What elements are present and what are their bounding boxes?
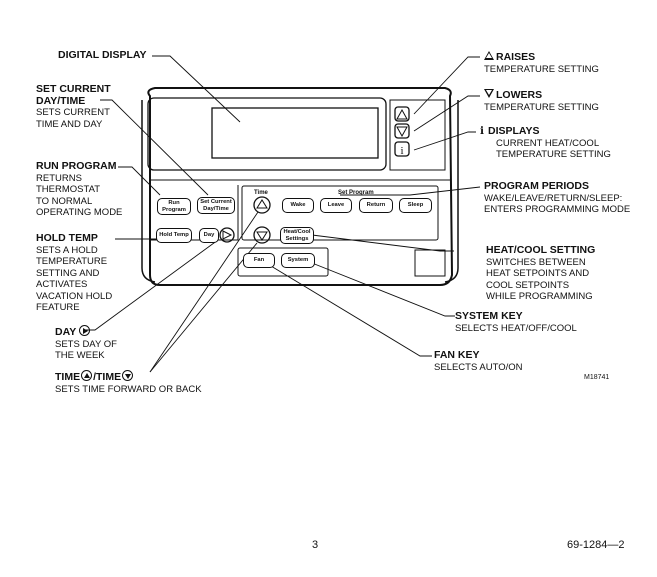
callout-hold-temp: HOLD TEMP SETS A HOLD TEMPERATURE SETTIN… — [36, 232, 113, 313]
time-caption: Time — [254, 190, 268, 196]
callout-system-key: SYSTEM KEY SELECTS HEAT/OFF/COOL — [455, 310, 577, 334]
callout-time: TIME/TIME SETS TIME FORWARD OR BACK — [55, 370, 202, 395]
fan-button[interactable]: Fan — [243, 253, 275, 268]
info-icon: i — [400, 145, 403, 157]
lower-key — [394, 123, 410, 139]
raise-triangle-icon — [484, 51, 494, 60]
heat-cool-button[interactable]: Heat/Cool Settings — [280, 227, 314, 244]
doc-number: 69-1284—2 — [567, 539, 625, 551]
display-housing — [147, 97, 387, 171]
down-triangle-icon — [122, 370, 134, 381]
callout-run-program: RUN PROGRAM RETURNS THERMOSTAT TO NORMAL… — [36, 160, 123, 218]
callout-heat-cool: HEAT/COOL SETTING SWITCHES BETWEEN HEAT … — [486, 244, 596, 302]
callout-program-periods: PROGRAM PERIODS WAKE/LEAVE/RETURN/SLEEP:… — [484, 180, 631, 215]
up-triangle-icon — [81, 370, 93, 381]
time-down-key — [253, 226, 271, 244]
set-current-button[interactable]: Set Current Day/Time — [197, 197, 235, 214]
callout-lowers: LOWERS TEMPERATURE SETTING — [484, 89, 599, 113]
callout-day: DAY SETS DAY OF THE WEEK — [55, 325, 117, 361]
raise-key — [394, 106, 410, 122]
page-number: 3 — [312, 539, 319, 551]
set-program-caption: Set Program — [338, 190, 374, 196]
hold-temp-button[interactable]: Hold Temp — [156, 228, 192, 243]
thermostat-body — [147, 87, 454, 286]
callout-set-current: SET CURRENT DAY/TIME SETS CURRENT TIME A… — [36, 83, 111, 130]
digital-display-screen — [211, 107, 379, 159]
leave-button[interactable]: Leave — [320, 198, 352, 213]
return-button[interactable]: Return — [359, 198, 393, 213]
run-program-button[interactable]: Run Program — [157, 198, 191, 215]
right-triangle-icon — [78, 325, 90, 336]
system-button[interactable]: System — [281, 253, 315, 268]
info-glyph-icon: ℹ — [480, 126, 484, 137]
figure-code: M18741 — [584, 374, 610, 381]
callout-fan-key: FAN KEY SELECTS AUTO/ON — [434, 349, 523, 373]
wake-button[interactable]: Wake — [282, 198, 314, 213]
time-up-key — [253, 196, 271, 214]
sleep-button[interactable]: Sleep — [399, 198, 432, 213]
callout-raises: RAISES TEMPERATURE SETTING — [484, 51, 599, 75]
callout-digital-display: DIGITAL DISPLAY — [58, 49, 147, 61]
info-key — [394, 141, 410, 157]
lower-triangle-icon — [484, 89, 494, 98]
day-button[interactable]: Day — [199, 228, 219, 243]
